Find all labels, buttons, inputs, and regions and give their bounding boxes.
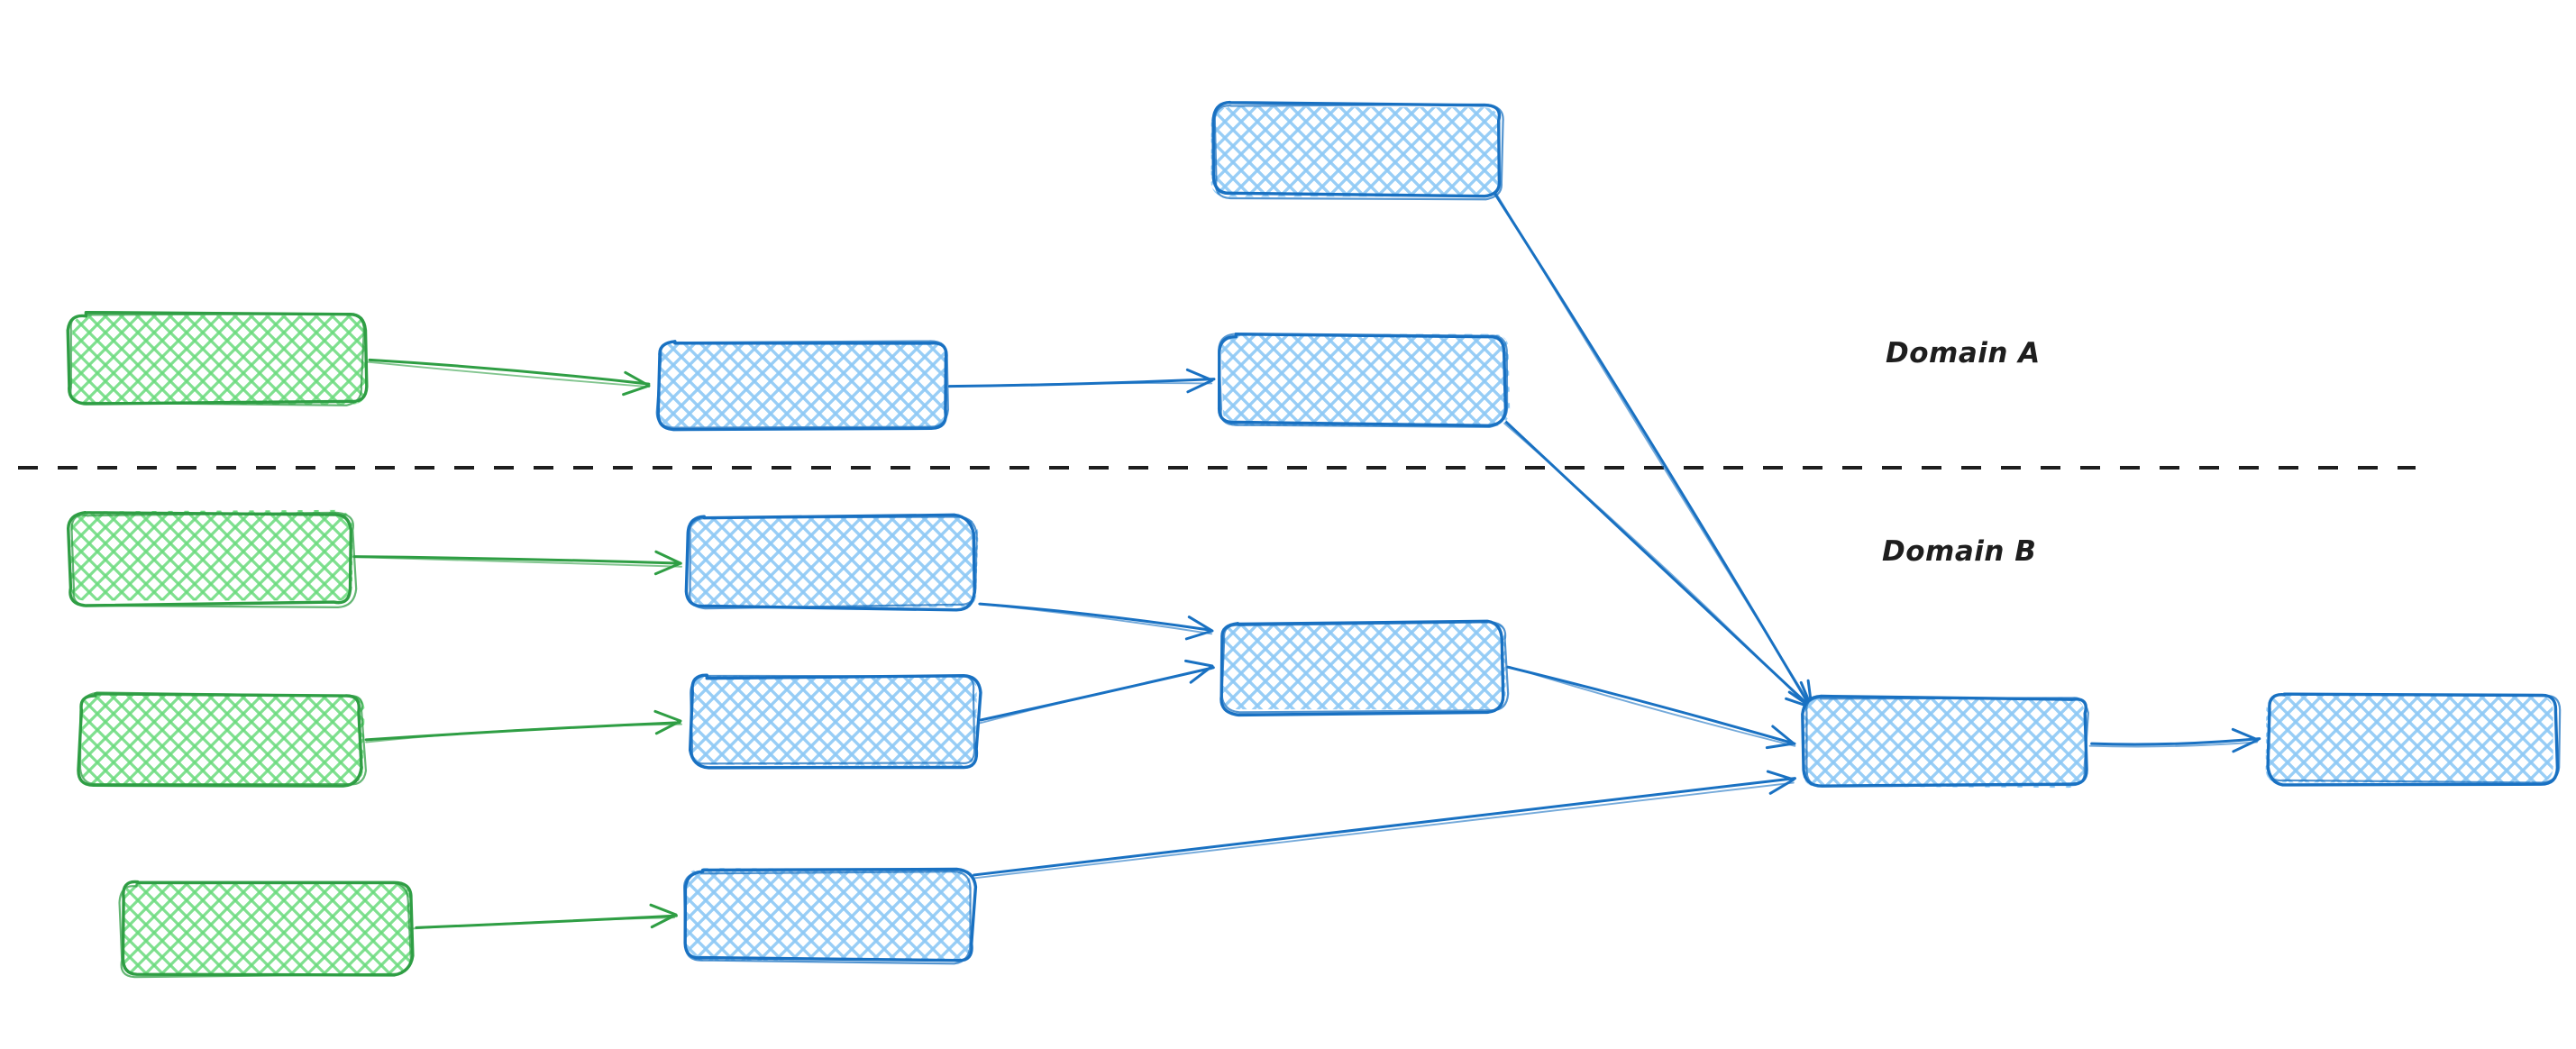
node-fill <box>1221 333 1511 427</box>
edge-line <box>1506 665 1796 745</box>
edge-e8[interactable] <box>978 602 1214 641</box>
node-outline <box>1217 333 1508 428</box>
labels-layer: Domain A Domain B <box>1882 337 2041 568</box>
node-outline <box>2266 693 2562 784</box>
node-fill <box>690 516 979 607</box>
edge-e9[interactable] <box>979 659 1215 725</box>
node-fill <box>658 341 948 427</box>
node-b2[interactable] <box>1217 333 1511 428</box>
node-outline <box>683 867 978 962</box>
node-outline <box>78 691 368 786</box>
label-domain-a: Domain A <box>1886 337 2041 369</box>
edge-line <box>1508 665 1796 747</box>
edge-line <box>978 603 1213 635</box>
node-g2[interactable] <box>66 509 358 608</box>
edge-arrowhead <box>2231 727 2260 753</box>
node-outline <box>118 882 412 979</box>
edge-arrowhead <box>653 709 682 735</box>
edge-line <box>2090 737 2261 746</box>
edge-line <box>352 555 682 565</box>
node-g3[interactable] <box>77 691 368 788</box>
node-g4[interactable] <box>118 880 415 979</box>
node-outline <box>1218 333 1509 428</box>
edge-arrowhead <box>1184 616 1214 641</box>
edge-e2[interactable] <box>947 368 1216 394</box>
node-b7[interactable] <box>1801 694 2089 789</box>
edge-arrowhead <box>649 903 678 929</box>
edge-e3[interactable] <box>1493 191 1814 711</box>
node-outline <box>684 513 976 612</box>
node-outline <box>66 511 353 607</box>
edge-line <box>367 360 651 388</box>
node-outline <box>655 340 949 429</box>
edge-e7[interactable] <box>412 903 678 930</box>
edge-line <box>979 668 1213 725</box>
edge-arrowhead <box>1765 725 1795 750</box>
node-outline <box>69 312 365 406</box>
edge-line <box>1502 421 1811 709</box>
node-outline <box>1805 696 2089 787</box>
edge-e10[interactable] <box>1506 665 1796 750</box>
node-fill <box>70 509 353 601</box>
node-fill <box>70 315 367 405</box>
edge-arrowhead <box>622 370 651 397</box>
edge-e12[interactable] <box>2088 727 2261 753</box>
node-outline <box>1211 100 1502 198</box>
node-outline <box>689 515 978 610</box>
node-outline <box>1219 619 1505 717</box>
edge-arrowhead <box>1184 659 1214 684</box>
edge-line <box>1494 191 1814 709</box>
node-outline <box>690 674 976 765</box>
edge-e11[interactable] <box>973 770 1797 880</box>
node-outline <box>1213 103 1504 201</box>
edge-line <box>412 917 676 930</box>
node-fill <box>81 695 365 786</box>
edge-line <box>2088 741 2259 748</box>
node-fill <box>1210 106 1501 197</box>
edge-line <box>352 556 683 568</box>
node-b1[interactable] <box>655 340 949 432</box>
edge-arrowhead <box>653 550 682 576</box>
node-b5[interactable] <box>682 867 978 965</box>
edge-arrowhead <box>1766 770 1795 795</box>
node-fill <box>685 868 972 962</box>
node-fill <box>122 883 413 974</box>
node-fill <box>690 675 977 767</box>
nodes-layer <box>66 100 2562 979</box>
edge-line <box>973 777 1797 877</box>
node-b8[interactable] <box>2265 692 2562 787</box>
node-outline <box>1220 621 1510 714</box>
edge-line <box>365 723 682 743</box>
edge-e5[interactable] <box>352 550 683 576</box>
edge-e1[interactable] <box>367 358 651 397</box>
label-domain-b: Domain B <box>1882 535 2036 568</box>
edge-e6[interactable] <box>364 709 682 743</box>
node-b4[interactable] <box>688 673 982 770</box>
node-g1[interactable] <box>66 310 369 406</box>
node-b3[interactable] <box>684 513 979 612</box>
edge-line <box>368 358 651 386</box>
edge-line <box>948 382 1213 388</box>
node-fill <box>2265 694 2553 783</box>
node-b0[interactable] <box>1210 100 1504 201</box>
edge-e4[interactable] <box>1502 417 1813 709</box>
node-b6[interactable] <box>1219 619 1510 717</box>
node-fill <box>1802 697 2085 789</box>
edge-line <box>973 781 1795 880</box>
node-outline <box>682 871 972 965</box>
node-fill <box>1221 622 1506 710</box>
edge-arrowhead <box>1185 368 1214 394</box>
node-outline <box>70 511 358 608</box>
